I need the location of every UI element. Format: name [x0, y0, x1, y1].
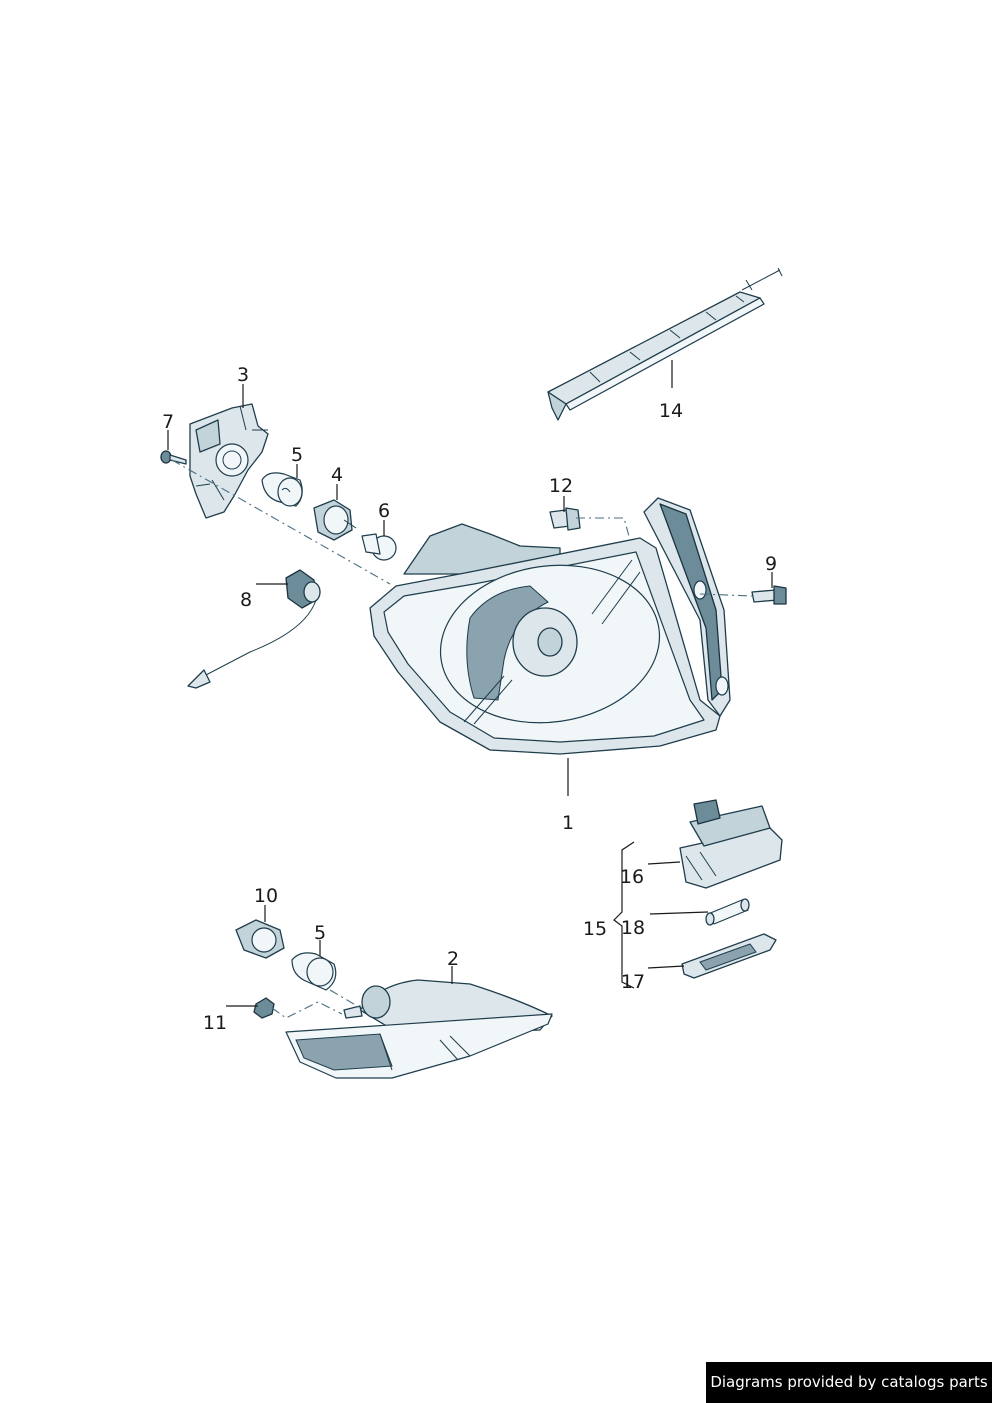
callout-6: 6 [378, 500, 390, 522]
part-10-bulb-socket [235, 919, 285, 959]
part-1-headlamp [369, 497, 731, 755]
callout-18: 18 [621, 917, 645, 939]
callout-12: 12 [549, 475, 573, 497]
callout-7: 7 [162, 411, 174, 433]
callout-labels: 3 7 5 4 6 8 12 9 14 1 16 15 18 17 10 5 2… [162, 364, 777, 1034]
assembly-lines [171, 459, 753, 1019]
callout-9: 9 [765, 553, 777, 575]
part-14-trim-strip [547, 267, 783, 421]
watermark-banner: Diagrams provided by catalogs parts [706, 1362, 992, 1403]
callout-2: 2 [447, 948, 459, 970]
callout-14: 14 [659, 400, 683, 422]
part-4-socket [313, 499, 357, 541]
callout-15: 15 [583, 918, 607, 940]
part-17-lens [681, 933, 777, 979]
part-3-bulb-holder [189, 403, 269, 519]
callout-5-upper: 5 [291, 444, 303, 466]
part-8-wire-connector [187, 569, 321, 689]
callout-11: 11 [203, 1012, 227, 1034]
part-2-indicator-lamp [285, 979, 553, 1079]
callout-5-lower: 5 [314, 922, 326, 944]
callout-8: 8 [240, 589, 252, 611]
part-6-small-bulb [361, 533, 397, 561]
part-18-festoon-bulb [705, 898, 750, 926]
callout-3: 3 [237, 364, 249, 386]
part-16-lamp-housing [679, 799, 783, 889]
callout-16: 16 [620, 866, 644, 888]
leader-lines [167, 360, 773, 1007]
callout-10: 10 [254, 885, 278, 907]
callout-4: 4 [331, 464, 343, 486]
part-9-screw [751, 585, 787, 605]
part-12-screw [549, 507, 581, 531]
callout-1: 1 [562, 812, 574, 834]
part-5-bulb-upper [261, 472, 303, 507]
part-11-nut [253, 997, 275, 1019]
part-7-screw [160, 450, 187, 465]
part-5-bulb-lower [291, 952, 337, 991]
callout-17: 17 [621, 971, 645, 993]
